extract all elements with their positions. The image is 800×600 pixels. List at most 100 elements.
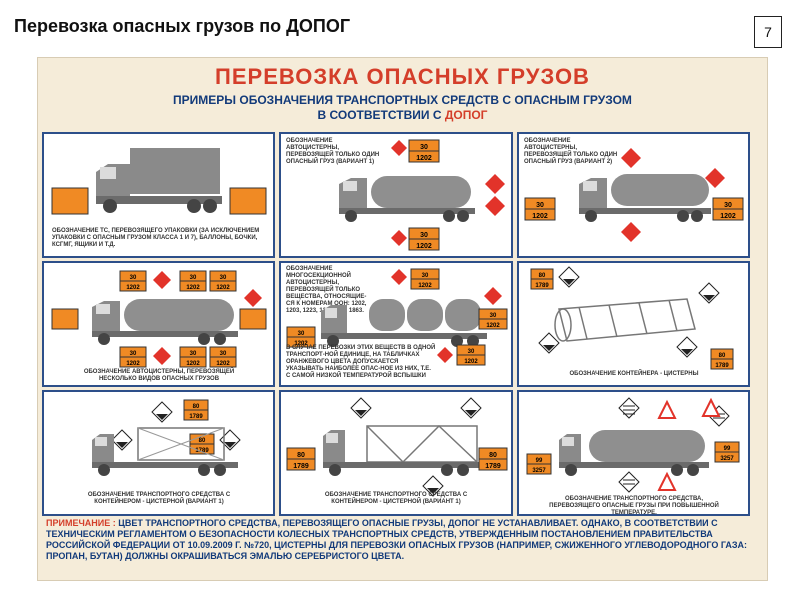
svg-text:1202: 1202: [418, 283, 432, 289]
svg-text:30: 30: [190, 275, 197, 281]
svg-text:80: 80: [539, 273, 546, 279]
subtitle-prefix: В СООТВЕТСТВИИ С: [317, 108, 442, 122]
svg-text:1789: 1789: [535, 283, 549, 289]
wheel: [187, 199, 201, 213]
panel-tanker-variant2: ОБОЗНАЧЕНИЕ АВТОЦИСТЕРНЫ, ПЕРЕВОЗЯЩЕЙ ТО…: [517, 132, 750, 258]
panel-caption: ОБОЗНАЧЕНИЕ АВТОЦИСТЕРНЫ, ПЕРЕВОЗЯЩЕЙ ТО…: [286, 138, 380, 165]
hazard-diamond: [391, 230, 407, 246]
hazard-diamond: [485, 196, 505, 216]
container-frame: [554, 298, 696, 342]
plate-hazard-number: 30: [420, 144, 428, 151]
svg-text:1202: 1202: [216, 285, 230, 291]
svg-text:30: 30: [536, 202, 544, 209]
note-label: ПРИМЕЧАНИЕ :: [46, 518, 116, 528]
svg-text:1789: 1789: [485, 463, 501, 470]
svg-text:3257: 3257: [720, 456, 734, 462]
tanker-illustration: 30 1202 30 1202 30 1202 30 1202 30: [51, 270, 267, 368]
svg-text:80: 80: [297, 452, 305, 459]
orange-plate-top: 30 1202: [408, 139, 440, 163]
orange-plate-bottom: 30 1202: [408, 227, 440, 251]
svg-text:30: 30: [220, 351, 227, 357]
truck-container-illustration: 80 1789 80 1789: [92, 399, 241, 476]
poster-title: ПЕРЕВОЗКА ОПАСНЫХ ГРУЗОВ: [215, 64, 590, 89]
panel-elevated-temperature: 99 3257 99 3257 ОБОЗНАЧЕНИЕ ТРАНСПОРТНОГ…: [517, 390, 750, 516]
svg-text:1202: 1202: [486, 323, 500, 329]
tank-section: [369, 299, 405, 331]
panel-caption: ОБОЗНАЧЕНИЕ АВТОЦИСТЕРНЫ, ПЕРЕВОЗЯЩЕЙ НЕ…: [83, 369, 235, 382]
svg-text:1202: 1202: [464, 359, 478, 365]
truck-illustration: [51, 148, 267, 215]
wheel: [203, 199, 217, 213]
svg-text:30: 30: [724, 202, 732, 209]
panel-tanker-variant1: ОБОЗНАЧЕНИЕ АВТОЦИСТЕРНЫ, ПЕРЕВОЗЯЩЕЙ ТО…: [279, 132, 513, 258]
svg-text:1202: 1202: [416, 243, 432, 250]
truck-container-illustration: 80 1789 80 1789: [286, 397, 508, 497]
panel-caption: ОБОЗНАЧЕНИЕ ТРАНСПОРТНОГО СРЕДСТВА С КОН…: [324, 492, 468, 505]
page-number: 7: [754, 16, 782, 48]
slide-title: Перевозка опасных грузов по ДОПОГ: [14, 16, 351, 36]
svg-text:1202: 1202: [186, 361, 200, 367]
wheel: [103, 199, 117, 213]
svg-text:80: 80: [193, 404, 200, 410]
orange-plate-front: [51, 187, 89, 215]
svg-text:30: 30: [190, 351, 197, 357]
truck-body: [130, 148, 220, 194]
tanker-illustration: 30 1202 30 1202: [339, 139, 505, 251]
hazard-diamond: [485, 174, 505, 194]
svg-text:1789: 1789: [293, 463, 309, 470]
warning-triangle: [657, 399, 677, 419]
hazard-diamond: [391, 140, 407, 156]
subtitle-adr: ДОПОГ: [444, 108, 488, 122]
panel-vehicle-tank-container-1: 80 1789 80 1789 ОБОЗНАЧЕНИЕ ТРАНСПОРТНОГ…: [42, 390, 275, 516]
svg-text:1202: 1202: [294, 341, 308, 347]
svg-text:1202: 1202: [532, 213, 548, 220]
svg-text:30: 30: [468, 349, 475, 355]
svg-text:30: 30: [130, 351, 137, 357]
svg-text:30: 30: [130, 275, 137, 281]
tanker-illustration: 99 3257 99 3257: [526, 397, 740, 493]
poster: ПЕРЕВОЗКА ОПАСНЫХ ГРУЗОВ ПРИМЕРЫ ОБОЗНАЧ…: [37, 57, 768, 581]
tanker-illustration: 30 1202 30 1202: [524, 148, 744, 242]
tank-section: [407, 299, 443, 331]
svg-text:80: 80: [199, 438, 206, 444]
panel-vehicle-tank-container-2: 80 1789 80 1789 ОБОЗНАЧЕНИЕ ТРАНСПОРТНОГ…: [279, 390, 513, 516]
panel-caption: ОБОЗНАЧЕНИЕ КОНТЕЙНЕРА - ЦИСТЕРНЫ: [569, 371, 699, 377]
svg-text:1789: 1789: [189, 414, 203, 420]
svg-text:80: 80: [719, 353, 726, 359]
poster-note: ПРИМЕЧАНИЕ : ЦВЕТ ТРАНСПОРТНОГО СРЕДСТВА…: [46, 518, 758, 562]
panel-caption: ОБОЗНАЧЕНИЕ ТРАНСПОРТНОГО СРЕДСТВА С КОН…: [87, 492, 231, 505]
plate-un-number: 1202: [416, 155, 432, 162]
poster-subtitle-line2: В СООТВЕТСТВИИ С ДОПОГ: [38, 108, 767, 122]
svg-text:1202: 1202: [126, 285, 140, 291]
orange-plate-rear: [229, 187, 267, 215]
panel-caption: ОБОЗНАЧЕНИЕ ТРАНСПОРТНОГО СРЕДСТВА, ПЕРЕ…: [549, 496, 719, 516]
panel-tank-container: 80 1789 80 1789 ОБОЗНАЧЕНИЕ КОНТЕЙНЕРА -…: [517, 261, 750, 387]
svg-text:99: 99: [536, 458, 543, 464]
svg-text:99: 99: [724, 446, 731, 452]
panel-caption: В СЛУЧАЕ ПЕРЕВОЗКИ ЭТИХ ВЕЩЕСТВ В ОДНОЙ …: [286, 345, 436, 379]
panel-multisection-tanker: ОБОЗНАЧЕНИЕ МНОГОСЕКЦИОННОЙ АВТОЦИСТЕРНЫ…: [279, 261, 513, 387]
svg-text:30: 30: [220, 275, 227, 281]
svg-text:30: 30: [420, 232, 428, 239]
svg-text:3257: 3257: [532, 468, 546, 474]
svg-text:1202: 1202: [186, 285, 200, 291]
svg-text:80: 80: [489, 452, 497, 459]
svg-text:1202: 1202: [216, 361, 230, 367]
svg-text:1202: 1202: [126, 361, 140, 367]
panel-packages-truck: ОБОЗНАЧЕНИЕ ТС, ПЕРЕВОЗЯЩЕГО УПАКОВКИ (З…: [42, 132, 275, 258]
panel-caption: ОБОЗНАЧЕНИЕ АВТОЦИСТЕРНЫ, ПЕРЕВОЗЯЩЕЙ ТО…: [524, 138, 618, 165]
panel-tanker-multiple: 30 1202 30 1202 30 1202 30 1202 30: [42, 261, 275, 387]
svg-text:1789: 1789: [195, 448, 209, 454]
tank-container-illustration: 80 1789 80 1789: [530, 266, 734, 370]
svg-text:1789: 1789: [715, 363, 729, 369]
svg-text:30: 30: [490, 313, 497, 319]
tank: [371, 176, 471, 208]
svg-text:30: 30: [422, 273, 429, 279]
panel-caption: ОБОЗНАЧЕНИЕ ТС, ПЕРЕВОЗЯЩЕГО УПАКОВКИ (З…: [52, 228, 260, 248]
tank-section: [445, 299, 481, 331]
poster-subtitle-line1: ПРИМЕРЫ ОБОЗНАЧЕНИЯ ТРАНСПОРТНЫХ СРЕДСТВ…: [173, 93, 632, 107]
svg-text:30: 30: [298, 331, 305, 337]
note-text: ЦВЕТ ТРАНСПОРТНОГО СРЕДСТВА, ПЕРЕВОЗЯЩЕГ…: [46, 518, 748, 561]
tanker-illustration: 30 1202 30 1202 30 1202 30 1202: [286, 268, 508, 366]
corrosive-diamond: [558, 266, 580, 288]
